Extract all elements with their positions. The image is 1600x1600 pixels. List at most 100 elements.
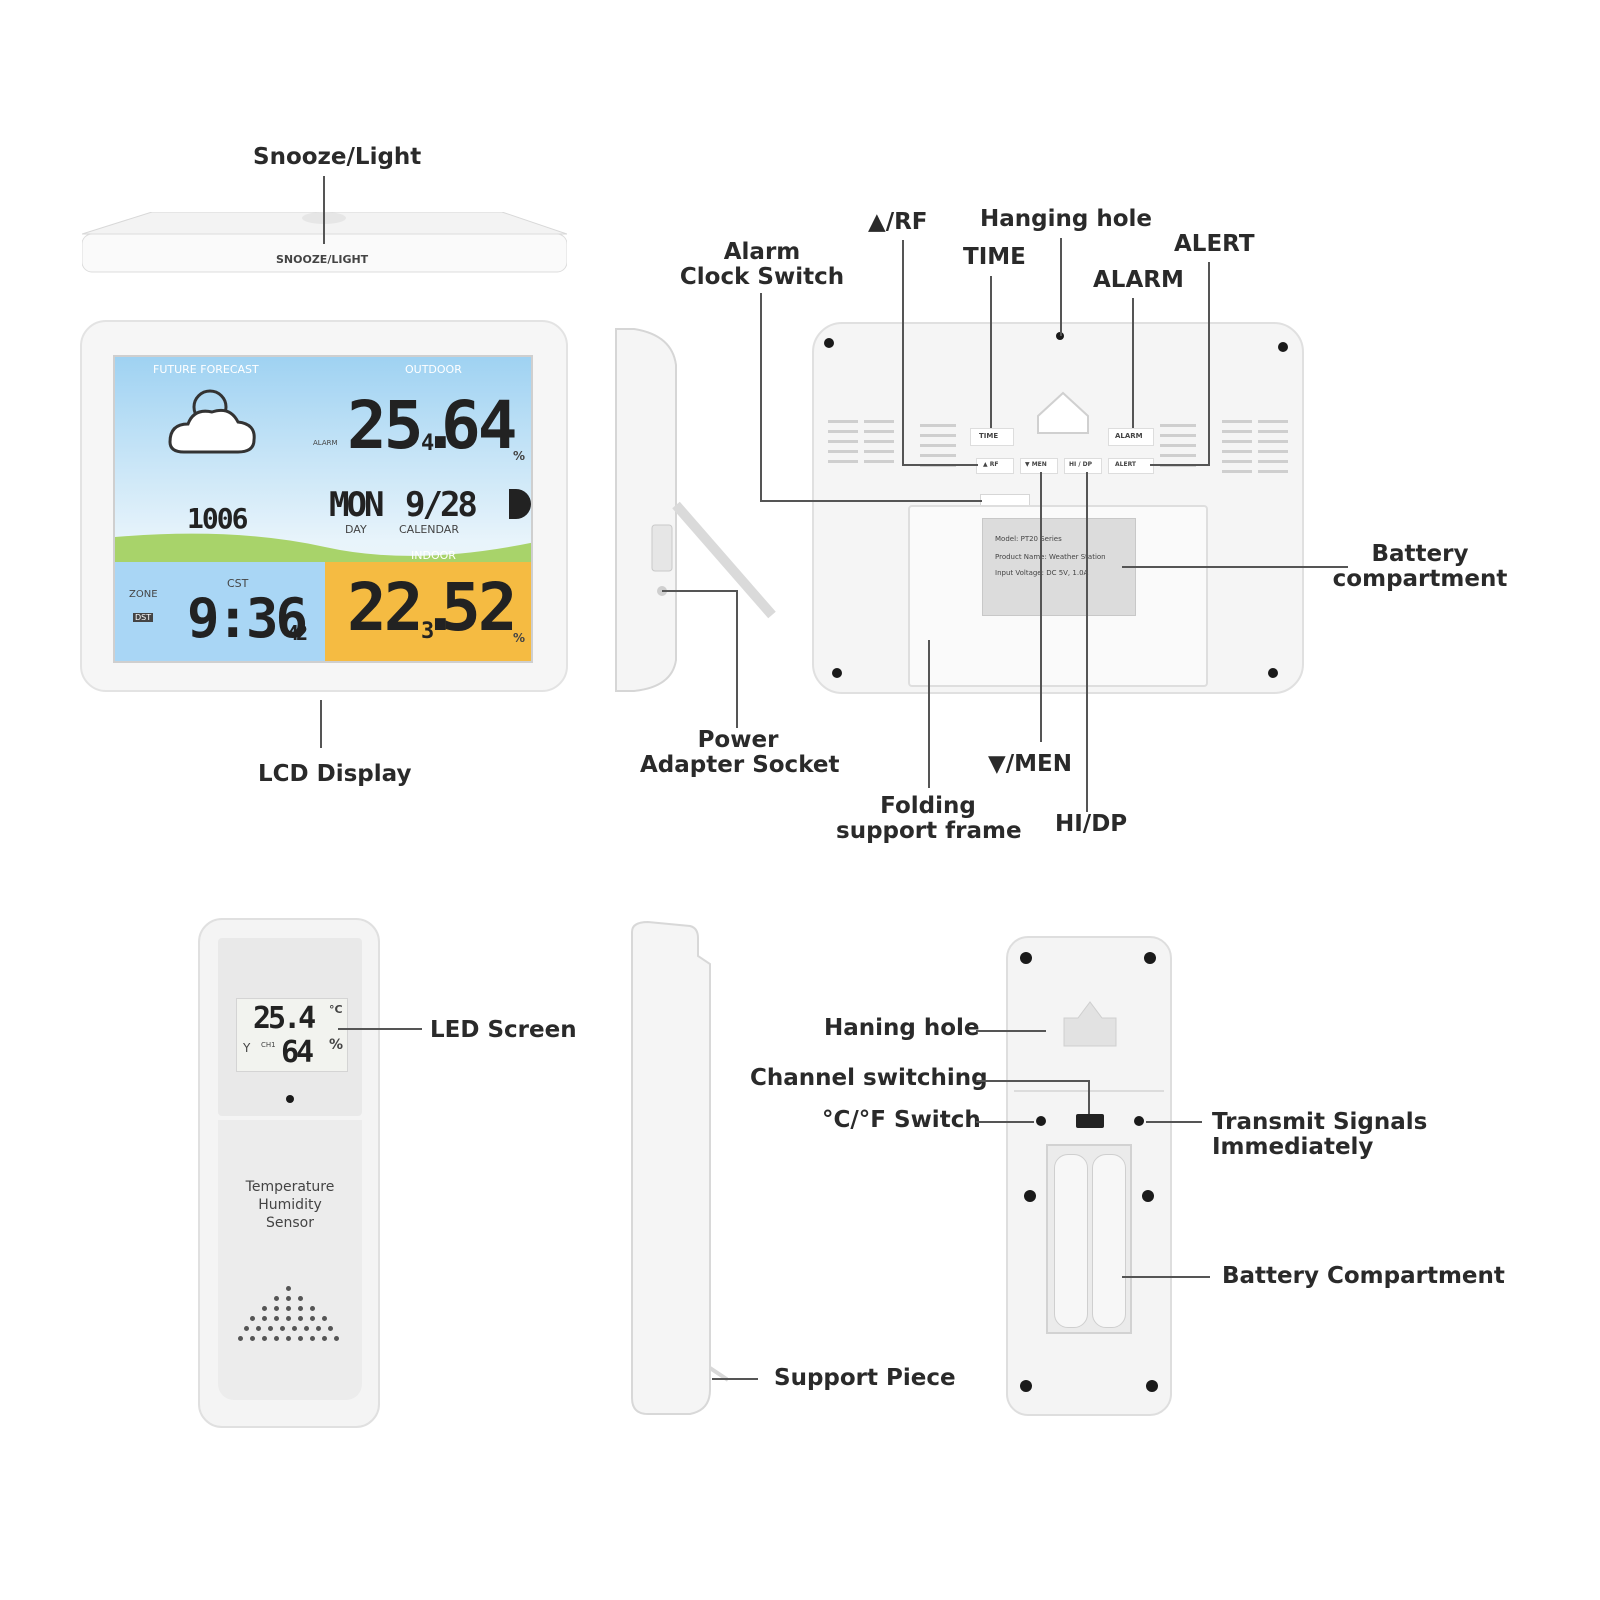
sensor-lower-panel: [218, 1120, 362, 1400]
back-button-alert[interactable]: ALERT: [1108, 458, 1154, 474]
lcd-outdoor-temp-decimal: 4: [421, 431, 434, 456]
back-label-model: Model: PT20 Series: [995, 535, 1062, 543]
lcd-day-label: DAY: [345, 523, 367, 536]
lcd-date: 9/28: [405, 485, 478, 525]
label-transmit-signals: Transmit Signals Immediately: [1212, 1110, 1427, 1160]
leader-support-piece: [712, 1378, 758, 1380]
screw-bl: [832, 668, 842, 678]
lcd-indoor-temp: 22.: [347, 569, 460, 646]
back-label-product: Product Name: Weather Station: [995, 553, 1106, 561]
sensor-lcd-temp: 25.4: [253, 1001, 316, 1036]
screw-br: [1268, 668, 1278, 678]
back-button-alarm-text: ALARM: [1115, 432, 1143, 440]
lcd-cst-label: CST: [227, 577, 249, 590]
lcd-zone-label: ZONE: [129, 589, 158, 600]
back-button-time[interactable]: TIME: [970, 428, 1014, 446]
label-alert: ALERT: [1174, 231, 1255, 257]
lcd-future-forecast-label: FUTURE FORECAST: [153, 363, 259, 376]
back-button-alarm[interactable]: ALARM: [1108, 428, 1154, 446]
sensor-side-shape: [631, 920, 730, 1415]
sensor-screw-bl: [1020, 1380, 1032, 1392]
label-haning-hole: Haning hole: [824, 1015, 980, 1041]
label-transmit-line1: Transmit Signals: [1212, 1109, 1428, 1135]
leader-power-socket-v: [736, 590, 738, 728]
hanging-hole-shape: [1037, 391, 1089, 434]
leader-cf-switch: [976, 1121, 1034, 1123]
label-alarm: ALARM: [1093, 267, 1184, 293]
back-button-men[interactable]: ▼ MEN: [1020, 458, 1058, 474]
lcd-indoor-humidity: 52: [441, 569, 518, 646]
label-support-piece: Support Piece: [774, 1365, 956, 1391]
sensor-side-device: [628, 920, 730, 1418]
battery-slot-1: [1054, 1154, 1088, 1328]
label-battery-top-line1: Battery: [1371, 541, 1469, 567]
lcd-screen: FUTURE FORECAST OUTDOOR 25. 4 64 % ALARM…: [113, 355, 533, 663]
leader-rf-v: [902, 240, 904, 466]
leader-lcd-display: [320, 700, 322, 748]
lcd-dst-badge: DST: [133, 613, 154, 622]
sensor-screw-br: [1146, 1380, 1158, 1392]
lcd-background: [115, 357, 531, 661]
label-rf-up: ▲/RF: [868, 209, 928, 235]
back-button-hidp-text: HI / DP: [1069, 461, 1093, 468]
sensor-lcd-hum: 64: [281, 1035, 314, 1070]
label-folding-line2: support frame: [836, 818, 1022, 844]
channel-switch[interactable]: [1076, 1114, 1104, 1128]
lcd-indoor-temp-decimal: 3: [421, 619, 434, 644]
leader-transmit: [1146, 1121, 1202, 1123]
lcd-outdoor-label: OUTDOOR: [405, 363, 462, 376]
leader-men: [1040, 472, 1042, 742]
leader-channel-v: [1088, 1080, 1090, 1114]
sensor-screw-tl: [1020, 952, 1032, 964]
cf-switch-button[interactable]: [1036, 1116, 1046, 1126]
sensor-led-indicator: [286, 1095, 294, 1103]
leader-folding-frame: [928, 640, 930, 788]
label-lcd-display: LCD Display: [258, 761, 412, 787]
sensor-battery-bay: [1046, 1144, 1132, 1334]
label-cf-switch: °C/°F Switch: [822, 1107, 981, 1133]
lcd-indoor-percent: %: [513, 631, 526, 645]
leader-alert-v: [1208, 262, 1210, 466]
transmit-button[interactable]: [1134, 1116, 1144, 1126]
leader-hanging-hole: [1060, 238, 1062, 336]
leader-alarm-switch-v: [760, 293, 762, 501]
label-alarm-line2: Clock Switch: [679, 264, 845, 290]
label-transmit-line2: Immediately: [1212, 1134, 1374, 1160]
leader-time: [990, 276, 992, 428]
back-button-men-text: ▼ MEN: [1025, 461, 1047, 468]
lcd-outdoor-humidity: 64: [441, 387, 518, 464]
leader-led-screen: [338, 1028, 422, 1030]
label-power-line2: Adapter Socket: [640, 752, 840, 778]
sensor-hanging-hole-shape: [1063, 1001, 1117, 1047]
lcd-indoor-label: INDOOR: [411, 549, 456, 562]
snooze-button-print: SNOOZE/LIGHT: [276, 253, 369, 266]
label-men-down: ▼/MEN: [988, 751, 1072, 777]
label-led-screen: LED Screen: [430, 1017, 577, 1043]
leader-channel-h: [976, 1080, 1090, 1082]
lcd-seconds: 42: [287, 621, 308, 645]
back-button-time-text: TIME: [979, 432, 999, 440]
leader-battery-bottom: [1122, 1276, 1210, 1278]
label-hi-dp: HI/DP: [1055, 811, 1128, 837]
sensor-speaker-grille: [236, 1286, 346, 1346]
battery-slot-2: [1092, 1154, 1126, 1328]
label-battery-compartment-top: Battery compartment: [1330, 542, 1510, 592]
label-hanging-hole: Hanging hole: [980, 206, 1152, 232]
leader-alert-h: [1150, 464, 1210, 466]
lcd-outdoor-temp: 25.: [347, 387, 460, 464]
back-button-hidp[interactable]: HI / DP: [1064, 458, 1102, 474]
battery-compartment-label-plate: Model: PT20 Series Product Name: Weather…: [982, 518, 1136, 616]
label-alarm-clock-switch: Alarm Clock Switch: [678, 240, 846, 290]
back-button-rf[interactable]: ▲ RF: [976, 458, 1014, 474]
sensor-text-line1: Temperature: [245, 1179, 335, 1195]
back-button-alert-text: ALERT: [1115, 461, 1137, 468]
side-view-shape: [615, 328, 776, 692]
sensor-screw-ml: [1024, 1190, 1036, 1202]
screw-tr: [1278, 342, 1288, 352]
label-channel-switching: Channel switching: [750, 1065, 988, 1091]
label-battery-top-line2: compartment: [1332, 566, 1508, 592]
label-time: TIME: [963, 244, 1026, 270]
leader-rf-h: [902, 464, 978, 466]
label-power-line1: Power: [697, 727, 779, 753]
lcd-pressure: 1006: [187, 502, 248, 535]
